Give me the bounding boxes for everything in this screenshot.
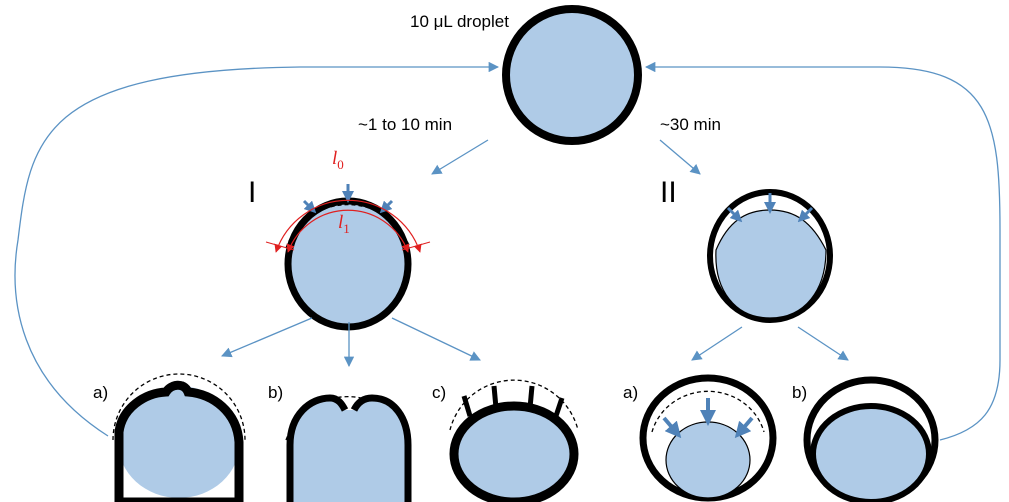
branch-one-label: I <box>248 176 256 209</box>
flow-arrow-Ia <box>222 318 312 356</box>
outcome-Ic-droplet <box>450 380 578 502</box>
flow-arrow-to-I <box>432 140 488 174</box>
outcome-IIb-droplet <box>807 380 935 502</box>
outcome-Ia-droplet <box>113 374 245 502</box>
flow-arrow-to-II <box>660 140 700 174</box>
outcome-Ib-label: b) <box>268 383 283 402</box>
time-label-fast: ~1 to 10 min <box>358 115 452 134</box>
branch-two-label: II <box>660 176 677 209</box>
flow-arrow-IIb <box>798 327 848 360</box>
outcome-IIa-label: a) <box>623 383 638 402</box>
droplet-label: 10 μL droplet <box>410 12 509 31</box>
outcome-Ic-label: c) <box>432 383 446 402</box>
initial-droplet <box>506 9 638 141</box>
branch-two-droplet <box>710 192 830 320</box>
l0-label: l0 <box>332 148 344 172</box>
outcome-Ib-droplet <box>286 397 410 502</box>
outcome-IIa-droplet <box>643 378 773 498</box>
branch-one-droplet <box>266 184 430 327</box>
flow-arrow-Ic <box>392 318 480 360</box>
time-label-slow: ~30 min <box>660 115 721 134</box>
outcome-IIb-label: b) <box>792 383 807 402</box>
flow-arrow-IIa <box>692 327 742 360</box>
outcome-Ia-label: a) <box>93 383 108 402</box>
